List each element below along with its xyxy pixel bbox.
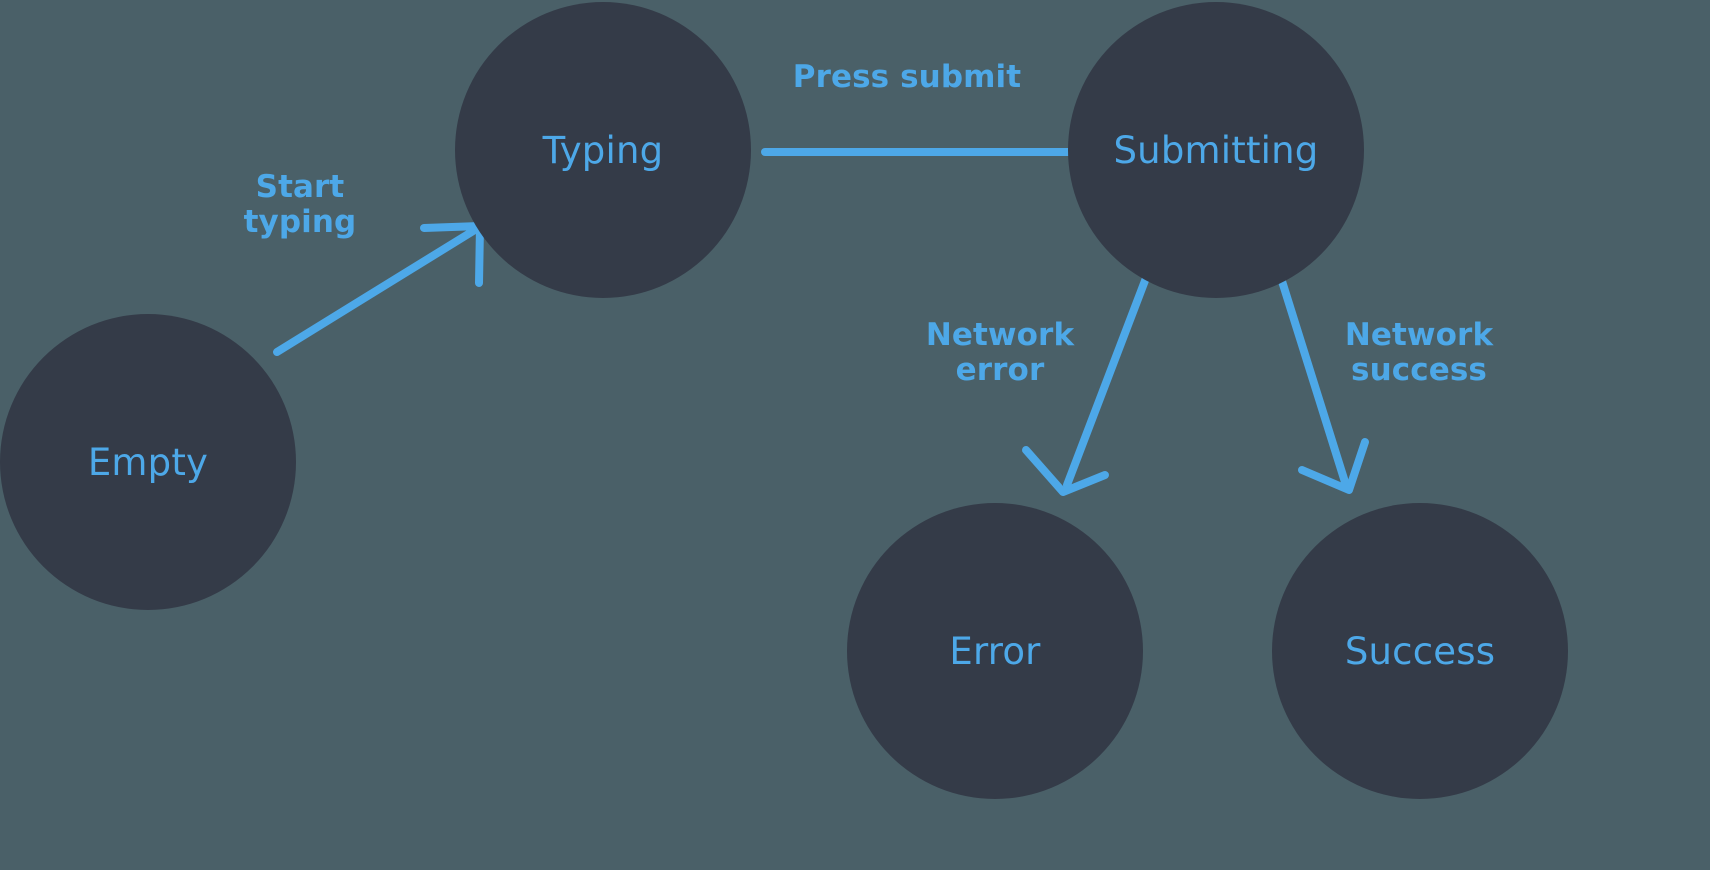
transition-label-network-success: Network success <box>1344 317 1494 388</box>
state-label-submitting: Submitting <box>1113 128 1319 172</box>
state-node-typing[interactable]: Typing <box>455 2 751 298</box>
state-node-submitting[interactable]: Submitting <box>1068 2 1364 298</box>
state-node-error[interactable]: Error <box>847 503 1143 799</box>
transition-label-press-submit: Press submit <box>792 59 1022 95</box>
transition-label-start-typing: Start typing <box>243 169 357 240</box>
arrow-start-typing <box>273 222 484 356</box>
state-label-typing: Typing <box>542 128 664 172</box>
state-label-success: Success <box>1344 629 1496 673</box>
state-node-success[interactable]: Success <box>1272 503 1568 799</box>
state-node-empty[interactable]: Empty <box>0 314 296 610</box>
state-label-empty: Empty <box>87 440 209 484</box>
state-label-error: Error <box>949 629 1041 673</box>
transition-label-network-error: Network error <box>925 317 1075 388</box>
